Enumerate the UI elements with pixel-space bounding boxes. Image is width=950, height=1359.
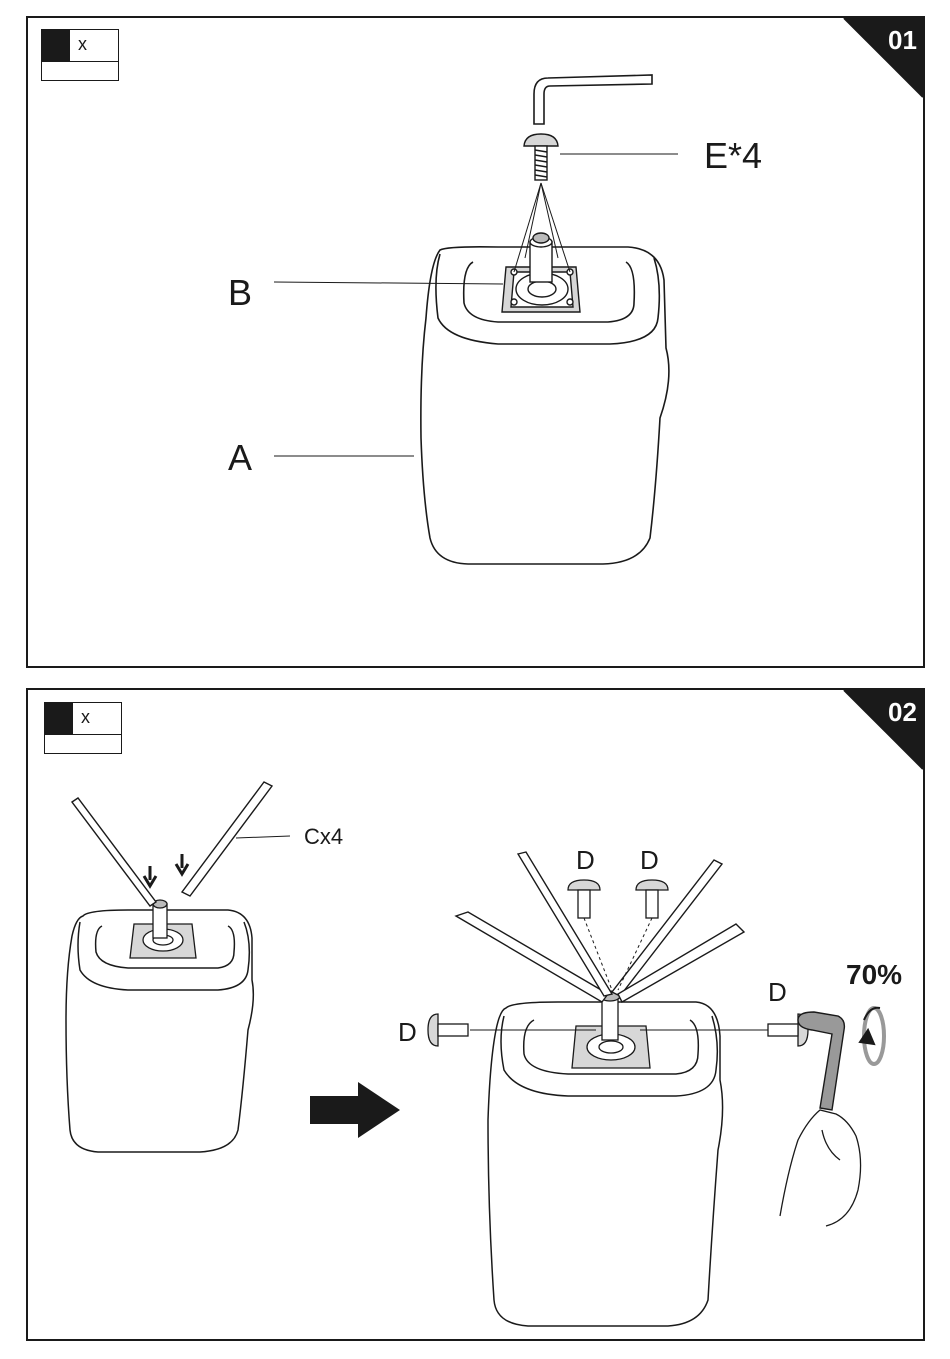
- allen-key-icon: [798, 1012, 844, 1110]
- label-c: Cx4: [304, 825, 343, 849]
- mounting-plate-left: [130, 900, 196, 958]
- label-d-left: D: [398, 1018, 417, 1046]
- step-2-panel: x: [26, 688, 925, 1341]
- tighten-percent: 70%: [846, 960, 902, 990]
- label-e: E*4: [704, 136, 762, 176]
- step-2-illustration: [28, 690, 923, 1339]
- leader-c: [236, 836, 290, 838]
- legs-c: [72, 782, 272, 906]
- down-arrow-icon: [144, 866, 156, 886]
- step-1-panel: x: [26, 16, 925, 668]
- step-number: 02: [888, 698, 917, 726]
- hand-icon: [780, 1110, 861, 1226]
- leader-b: [274, 282, 503, 284]
- legs-attached: [456, 852, 744, 1002]
- mounting-plate-b: [502, 233, 580, 312]
- step-1-illustration: [28, 18, 923, 666]
- label-b: B: [228, 273, 252, 313]
- label-d-right: D: [768, 978, 787, 1006]
- step-number: 01: [888, 26, 917, 54]
- label-a: A: [228, 438, 252, 478]
- bolt-icon: [524, 134, 558, 180]
- arrow-right-icon: [310, 1082, 400, 1138]
- allen-key-icon: [534, 75, 652, 124]
- rotation-arrow-icon: [860, 1008, 884, 1064]
- label-d-top-right: D: [640, 846, 659, 874]
- down-arrow-icon: [176, 854, 188, 874]
- label-d-top-left: D: [576, 846, 595, 874]
